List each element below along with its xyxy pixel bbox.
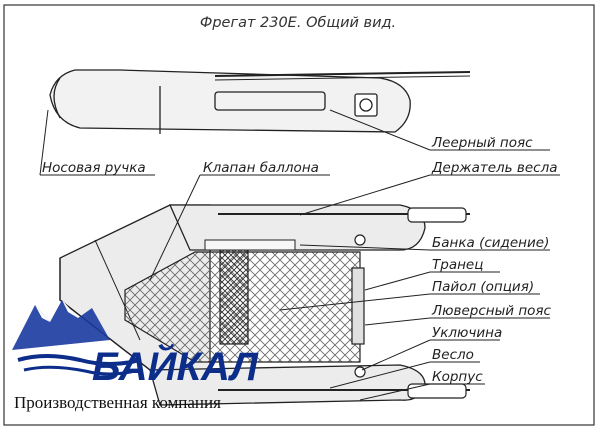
label-oar-holder: Держатель весла	[431, 160, 558, 176]
top-view-bench	[219, 243, 249, 345]
label-floor: Пайол (опция)	[432, 279, 534, 295]
label-lifeline: Леерный пояс	[431, 135, 533, 151]
label-bench: Банка (сидение)	[432, 235, 549, 251]
top-view	[59, 204, 470, 406]
label-oar: Весло	[432, 347, 474, 363]
top-view-oarlock-upper	[354, 234, 366, 246]
side-view-bow-cone	[53, 77, 61, 119]
side-view-logo-badge	[354, 93, 378, 117]
drawing-frame	[3, 4, 595, 426]
label-valve: Клапан баллона	[203, 160, 319, 176]
logo-subtitle: Производственная компания	[14, 393, 221, 412]
side-view-logo-circle	[359, 98, 373, 112]
side-view	[49, 69, 471, 134]
label-transom: Транец	[432, 257, 483, 273]
logo-mountains-icon	[12, 300, 110, 350]
baikal-logo: БАЙКАЛ Производственная компания	[12, 300, 259, 412]
side-view-oar-upper	[214, 71, 471, 77]
top-view-oarlock-lower	[354, 366, 366, 378]
side-view-handle	[214, 91, 326, 111]
top-view-oar-blade-upper	[407, 207, 467, 223]
diagram-title: Фрегат 230Е. Общий вид.	[200, 15, 396, 31]
top-view-oar-blade-lower	[407, 383, 467, 399]
label-eyelet-belt: Люверсный пояс	[431, 303, 552, 319]
logo-wave-icon	[17, 354, 141, 366]
label-oarlock: Уключина	[432, 325, 502, 341]
top-view-transom	[351, 267, 365, 345]
label-bow-handle: Носовая ручка	[42, 160, 146, 176]
label-hull: Корпус	[432, 369, 483, 385]
side-view-hull	[49, 69, 411, 133]
side-view-oar-lower	[214, 75, 471, 81]
top-view-bench-mount	[204, 239, 296, 251]
logo-name: БАЙКАЛ	[92, 342, 259, 389]
annotation-lines	[39, 109, 560, 401]
